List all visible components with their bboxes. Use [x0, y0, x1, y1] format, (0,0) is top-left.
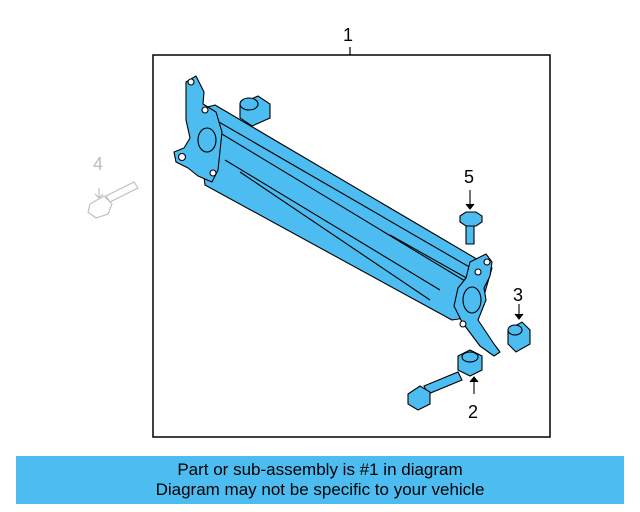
- info-banner: Part or sub-assembly is #1 in diagram Di…: [16, 456, 624, 504]
- crossmember-icon[interactable]: [173, 75, 501, 357]
- bushing-icon[interactable]: [507, 304, 531, 353]
- callout-3: 3: [513, 285, 524, 305]
- bolt-icon[interactable]: [87, 181, 139, 219]
- bolt-icon[interactable]: [459, 190, 483, 245]
- banner-line-2: Diagram may not be specific to your vehi…: [155, 480, 485, 499]
- callout-2: 2: [468, 402, 479, 422]
- bushing-icon[interactable]: [239, 95, 271, 127]
- banner-line-1: Part or sub-assembly is #1 in diagram: [177, 460, 463, 479]
- callout-4: 4: [93, 154, 104, 174]
- callout-5: 5: [464, 167, 475, 187]
- bolt-icon[interactable]: [407, 371, 463, 411]
- callout-1: 1: [343, 25, 354, 45]
- nut-icon[interactable]: [457, 349, 483, 394]
- diagram-frame: [152, 54, 551, 438]
